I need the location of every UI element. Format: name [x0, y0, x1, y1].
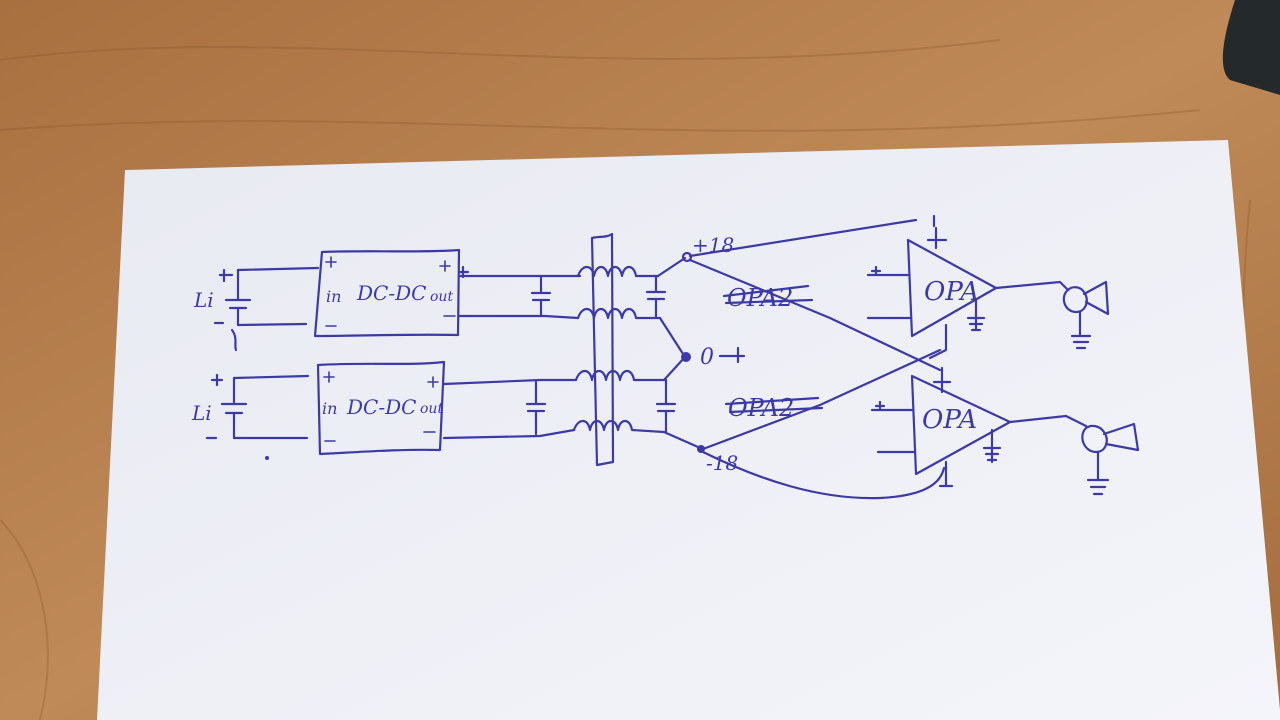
- opamp-top-neg-supply: [928, 323, 948, 360]
- dcdc-bottom-out: out: [420, 401, 443, 417]
- choke-top-minus: [576, 307, 662, 320]
- wire-minus18-to-opa-bottom: [701, 450, 946, 500]
- opamp-top-label: OPA: [924, 277, 979, 307]
- dcdc-bottom-title: DC-DC: [346, 395, 416, 419]
- opamp-top-triangle: [906, 238, 998, 338]
- wire-top-plus: [457, 265, 582, 279]
- cap-top-2: [645, 274, 667, 320]
- wire-plus18-cross: [688, 258, 942, 372]
- circuit-drawing: Li in DC-DC out: [191, 214, 1140, 500]
- cap-bottom-1: [525, 380, 547, 436]
- speaker-bottom: [1081, 422, 1140, 454]
- battery-top-label: Li: [193, 288, 214, 312]
- dcdc-top-box: [313, 248, 461, 338]
- opamp-bottom-plus-in: [870, 400, 914, 412]
- dark-object: [1222, 0, 1280, 95]
- crossed-opa-bottom: OPA2: [728, 394, 794, 422]
- wire-minus18-cross: [701, 348, 942, 451]
- choke-top-plus: [576, 265, 660, 278]
- label-zero: 0: [700, 345, 714, 370]
- speaker-top-ground: [1070, 310, 1092, 350]
- battery-bottom: [205, 373, 310, 440]
- wire-to-plus18: [656, 256, 687, 278]
- opamp-top-plus-in: [866, 265, 910, 277]
- wire-to-speaker-top: [994, 280, 1070, 292]
- speaker-bottom-ground: [1086, 450, 1110, 496]
- opamp-bottom-label: OPA: [922, 405, 977, 435]
- choke-bottom-minus: [572, 419, 666, 434]
- wire-plus18-to-opa-top: [688, 218, 918, 258]
- battery-bottom-label: Li: [191, 401, 212, 425]
- cap-bottom-2: [655, 378, 677, 434]
- ground-zero: [718, 346, 746, 364]
- dcdc-top-title: DC-DC: [356, 281, 426, 305]
- opamp-bottom-triangle: [910, 374, 1012, 476]
- node-zero: [681, 352, 691, 362]
- dcdc-top-out: out: [430, 289, 453, 305]
- wire-bottom-plus: [442, 378, 578, 386]
- opamp-top-ground: [966, 298, 986, 332]
- wire-to-minus18: [662, 430, 700, 449]
- choke-shield: [590, 232, 615, 467]
- choke-bottom-plus: [574, 369, 666, 382]
- strike-opa-bottom: [724, 396, 824, 414]
- opamp-top-supply: [926, 214, 948, 250]
- wire-bottom-minus: [442, 428, 576, 440]
- speaker-top: [1062, 280, 1110, 316]
- dcdc-bottom-in: in: [322, 399, 337, 418]
- opamp-bottom-ground: [982, 428, 1002, 464]
- node-plus18: [681, 251, 693, 263]
- wire-to-speaker-bottom: [1008, 414, 1088, 428]
- cap-top-1: [530, 274, 552, 318]
- paper-speck: [265, 456, 269, 460]
- wire-top-minus: [457, 314, 580, 320]
- opamp-bottom-supply: [932, 366, 952, 394]
- paper-sheet: [97, 140, 1280, 720]
- dcdc-top-in: in: [326, 287, 341, 306]
- opamp-bottom-neg-supply: [938, 460, 954, 488]
- dcdc-bottom-box: [316, 360, 446, 456]
- battery-top: [213, 266, 320, 352]
